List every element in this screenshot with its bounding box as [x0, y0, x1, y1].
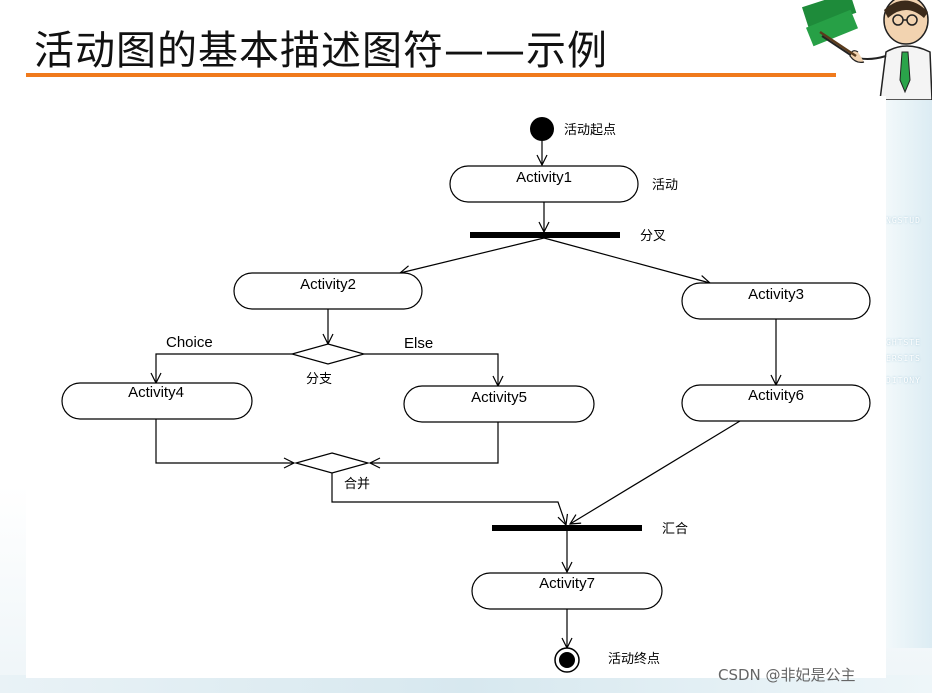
end-node-label: 活动终点: [608, 651, 660, 667]
else-guard-label: Else: [404, 335, 433, 352]
merge-diamond: [293, 452, 371, 474]
slide-title: 活动图的基本描述图符——示例: [34, 28, 608, 74]
choice-guard-label: Choice: [166, 334, 213, 351]
fork-label: 分叉: [640, 229, 666, 244]
teacher-figure-icon: [801, 0, 932, 100]
activity5-label: Activity5: [471, 389, 527, 406]
decorative-side-panel: NGSTUD GHTSTE ERSITS DITONY: [884, 88, 932, 648]
join-label: 汇合: [662, 522, 688, 537]
title-underline: [26, 73, 836, 77]
branch-diamond: [289, 343, 367, 365]
activity7-label: Activity7: [539, 575, 595, 592]
activity4-label: Activity4: [128, 384, 184, 401]
activity4-node: [61, 382, 253, 420]
fork-bar: [470, 232, 620, 238]
activity3-label: Activity3: [748, 286, 804, 303]
activity5-node: [403, 385, 595, 423]
activity6-node: [681, 384, 871, 422]
merge-label: 合并: [344, 477, 370, 492]
decorative-bottom-band: [0, 675, 932, 693]
activity6-label: Activity6: [748, 387, 804, 404]
activity-node-label: 活动: [652, 178, 678, 193]
start-node-label: 活动起点: [564, 123, 616, 138]
activity-diagram: 活动起点 Activity1 活动 分叉 Activity2 Activity3…: [61, 117, 871, 673]
watermark: CSDN @非妃是公主: [718, 666, 856, 684]
branch-label: 分支: [306, 372, 332, 387]
start-node: [530, 117, 554, 141]
activity1-label: Activity1: [516, 169, 572, 186]
join-bar: [492, 525, 642, 531]
activity2-label: Activity2: [300, 276, 356, 293]
